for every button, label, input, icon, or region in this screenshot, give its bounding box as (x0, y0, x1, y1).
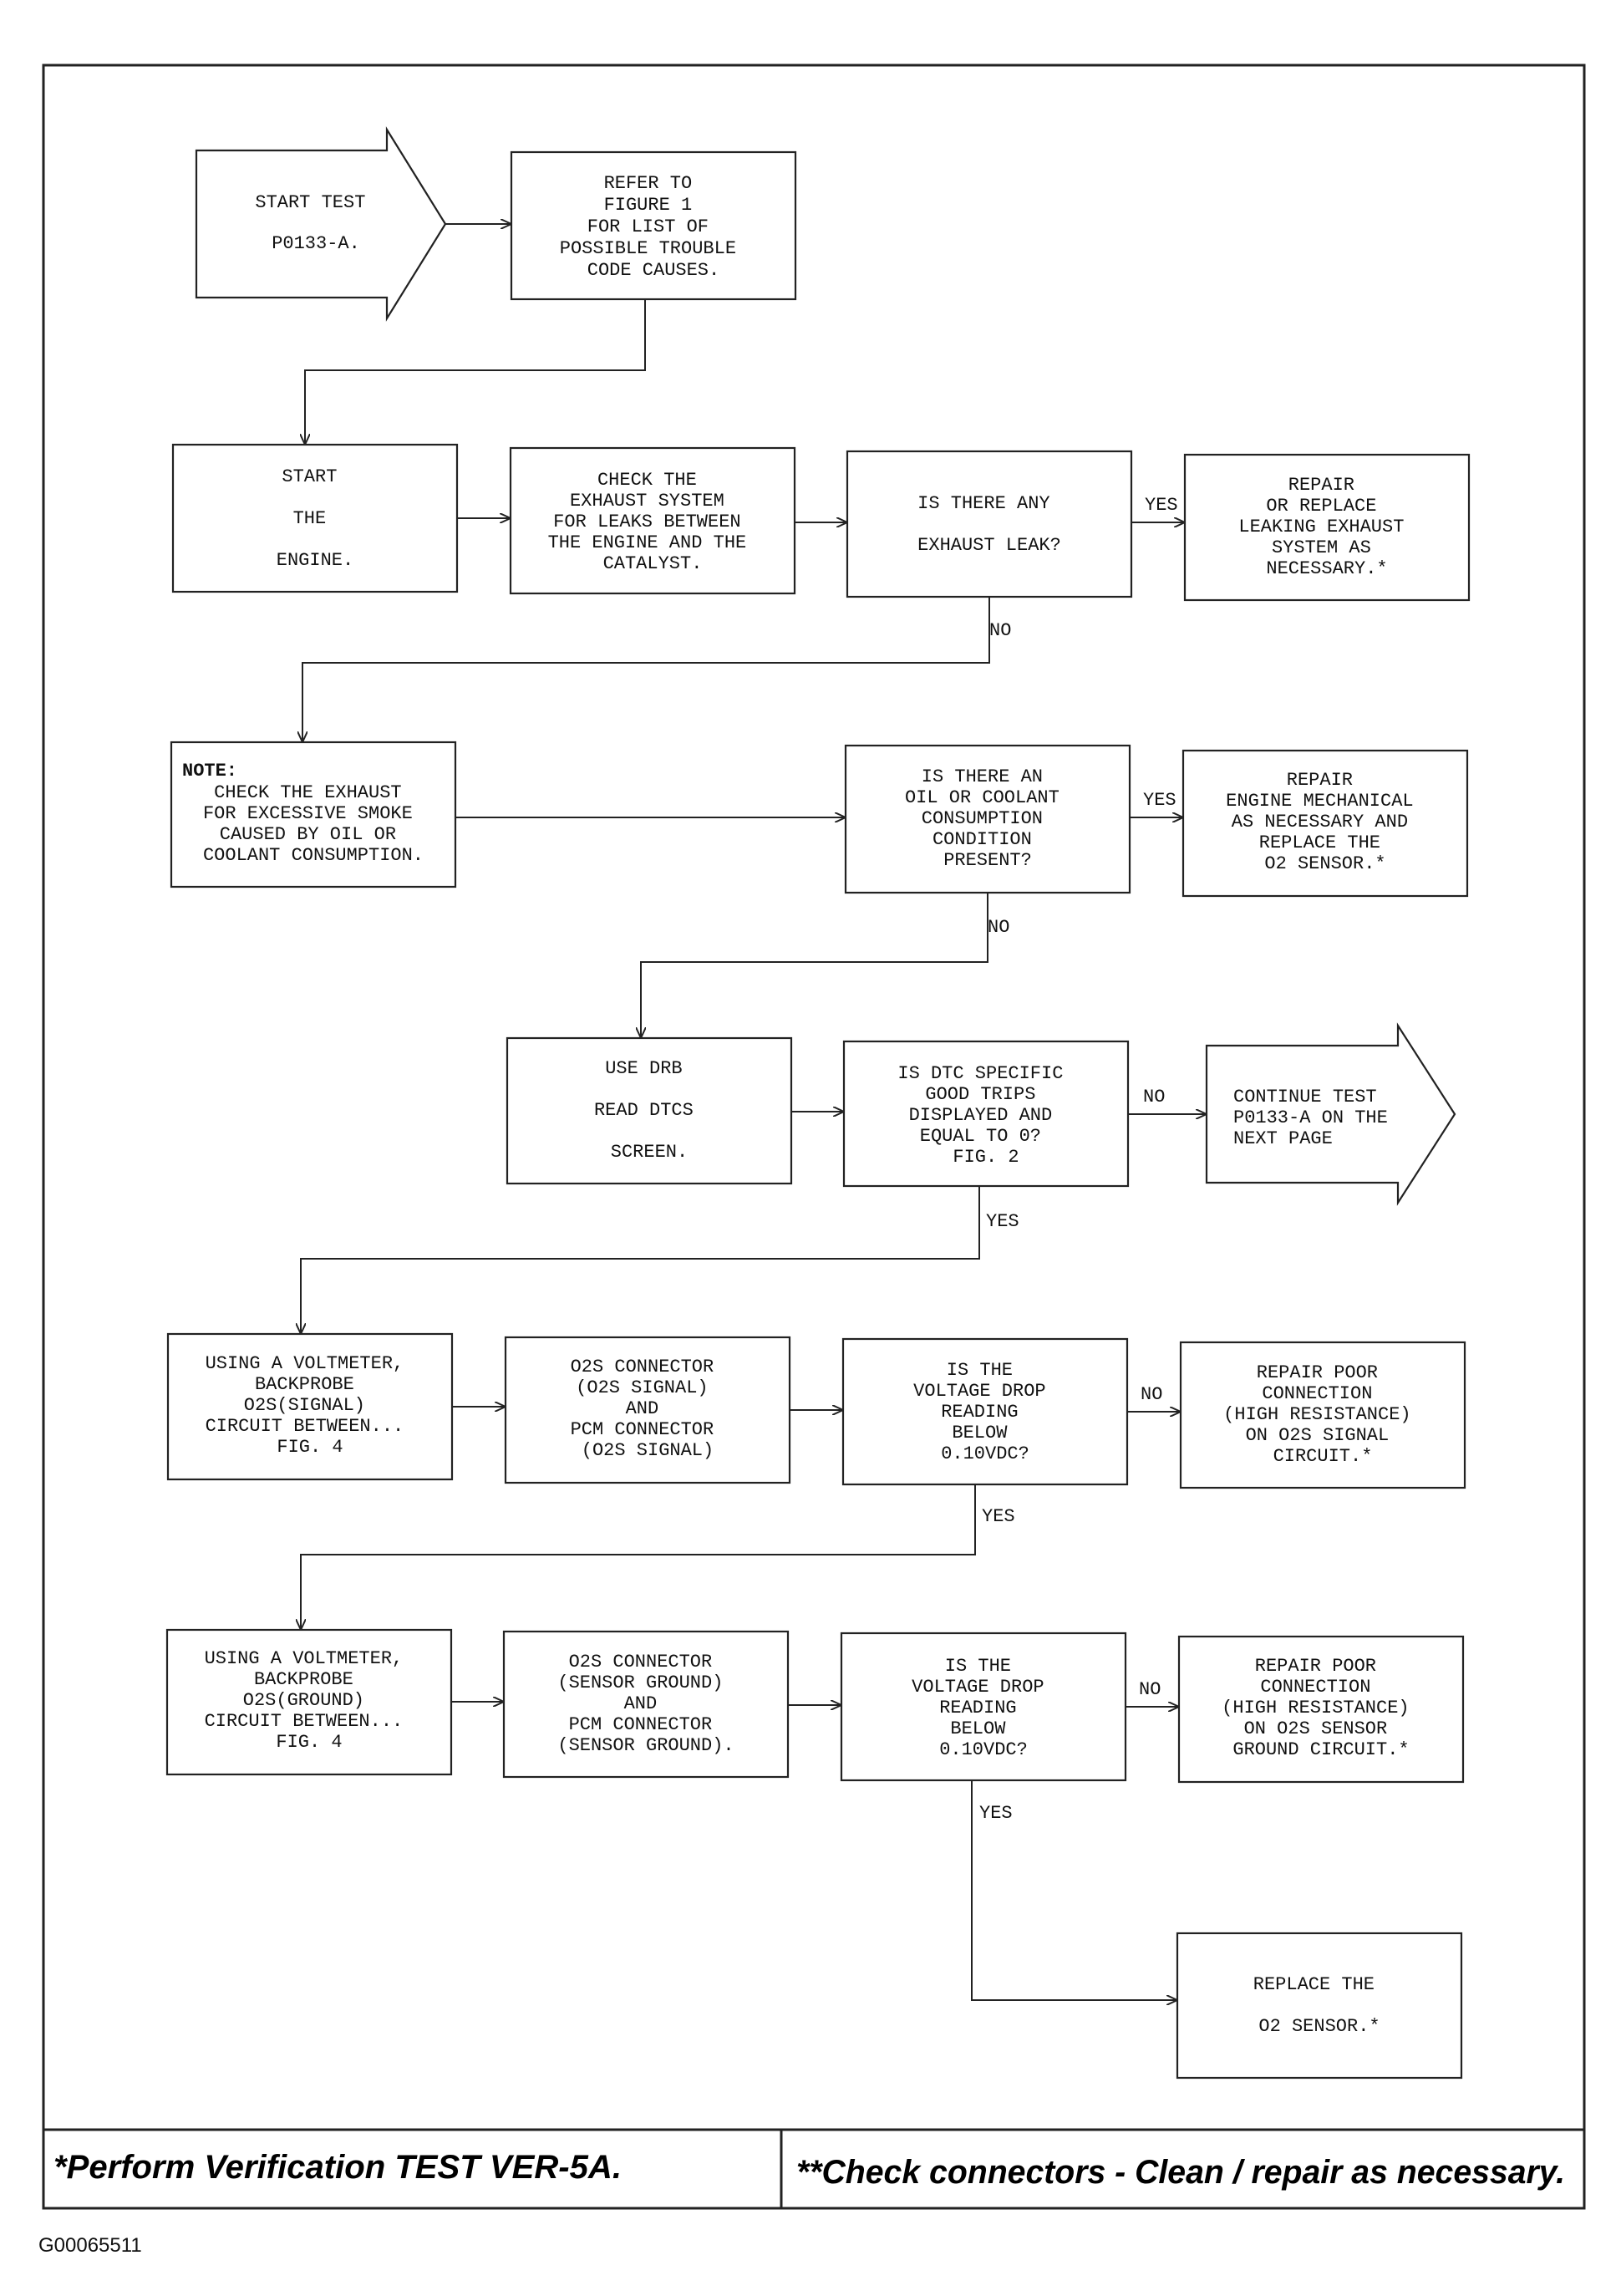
check-exhaust-box (509, 446, 796, 595)
exhaust-leak-question-text: IS THERE ANY EXHAUST LEAK? (917, 493, 1061, 556)
repair-signal-box (1179, 1341, 1466, 1489)
vdrop-question-1-text: IS THE VOLTAGE DROP READING BELOW 0.10VD… (913, 1360, 1057, 1464)
footer-left-note: *Perform Verification TEST VER-5A. (53, 2149, 622, 2186)
continue-test-text: CONTINUE TEST P0133-A ON THE NEXT PAGE (1233, 1087, 1399, 1149)
repair-engine-box (1182, 749, 1469, 898)
connector-signal-text: O2S CONNECTOR (O2S SIGNAL) AND PCM CONNE… (571, 1357, 725, 1461)
note-title: NOTE: (182, 761, 237, 781)
oil-question-text: IS THERE AN OIL OR COOLANT CONSUMPTION C… (905, 766, 1070, 871)
edge-vdrop2-yes (971, 1780, 1177, 2000)
repair-signal-text: REPAIR POOR CONNECTION (HIGH RESISTANCE)… (1223, 1362, 1422, 1467)
use-drb-text: USE DRB READ DTCS SCREEN. (594, 1058, 704, 1163)
label-no-vdrop2: NO (1139, 1679, 1161, 1700)
refer-figure-box (510, 150, 797, 301)
replace-sensor-box (1176, 1932, 1463, 2080)
edge-oil-no (641, 893, 988, 1038)
voltmeter-signal-box (166, 1332, 454, 1481)
repair-ground-text: REPAIR POOR CONNECTION (HIGH RESISTANCE)… (1222, 1656, 1420, 1760)
label-no-vdrop1: NO (1141, 1384, 1162, 1405)
edge-refer-to-start-engine (305, 299, 646, 445)
oil-question-box (844, 744, 1131, 894)
voltmeter-signal-text: USING A VOLTMETER, BACKPROBE O2S(SIGNAL)… (206, 1353, 415, 1458)
continue-test-arrow (1205, 1022, 1456, 1206)
label-yes-dtc: YES (986, 1211, 1019, 1232)
page-border (42, 64, 1586, 2210)
label-yes-leak: YES (1145, 495, 1178, 516)
label-no-oil: NO (988, 917, 1009, 938)
start-test-text: START TEST P0133-A. (255, 192, 376, 254)
dtc-question-box (842, 1040, 1130, 1188)
replace-sensor-text: REPLACE THE O2 SENSOR.* (1253, 1974, 1385, 2037)
start-test-arrow (195, 126, 447, 322)
vdrop-question-1-box (841, 1337, 1129, 1486)
check-exhaust-text: CHECK THE EXHAUST SYSTEM FOR LEAKS BETWE… (548, 470, 758, 574)
note-box (170, 741, 457, 888)
use-drb-box (506, 1036, 793, 1185)
note-text: CHECK THE EXHAUST FOR EXCESSIVE SMOKE CA… (203, 782, 424, 866)
connector-ground-text: O2S CONNECTOR (SENSOR GROUND) AND PCM CO… (557, 1652, 734, 1756)
connector-signal-box (504, 1336, 791, 1484)
vdrop-question-2-text: IS THE VOLTAGE DROP READING BELOW 0.10VD… (912, 1656, 1055, 1760)
exhaust-leak-question-box (846, 450, 1133, 598)
edge-dtc-yes (301, 1186, 980, 1334)
edge-vdrop1-yes (301, 1484, 976, 1630)
label-yes-vdrop2: YES (979, 1803, 1013, 1824)
vdrop-question-2-box (840, 1632, 1127, 1782)
label-yes-oil: YES (1143, 790, 1176, 811)
voltmeter-ground-box (165, 1628, 453, 1776)
connector-ground-box (502, 1630, 790, 1779)
start-engine-text: START THE ENGINE. (277, 466, 353, 571)
dtc-question-text: IS DTC SPECIFIC GOOD TRIPS DISPLAYED AND… (897, 1063, 1074, 1168)
repair-ground-box (1177, 1635, 1465, 1784)
footer-right-note: **Check connectors - Clean / repair as n… (796, 2154, 1565, 2191)
repair-exhaust-text: REPAIR OR REPLACE LEAKING EXHAUST SYSTEM… (1238, 475, 1415, 579)
figure-id: G00065511 (38, 2234, 142, 2257)
start-engine-box (171, 443, 459, 593)
repair-exhaust-box (1183, 453, 1471, 602)
label-no-leak: NO (989, 620, 1011, 641)
voltmeter-ground-text: USING A VOLTMETER, BACKPROBE O2S(GROUND)… (205, 1648, 414, 1753)
label-yes-vdrop1: YES (982, 1506, 1015, 1527)
repair-engine-text: REPAIR ENGINE MECHANICAL AS NECESSARY AN… (1226, 770, 1425, 874)
edge-leak-no (302, 597, 990, 742)
label-no-dtc: NO (1143, 1087, 1165, 1107)
refer-figure-text: REFER TO FIGURE 1 FOR LIST OF POSSIBLE T… (560, 173, 747, 281)
